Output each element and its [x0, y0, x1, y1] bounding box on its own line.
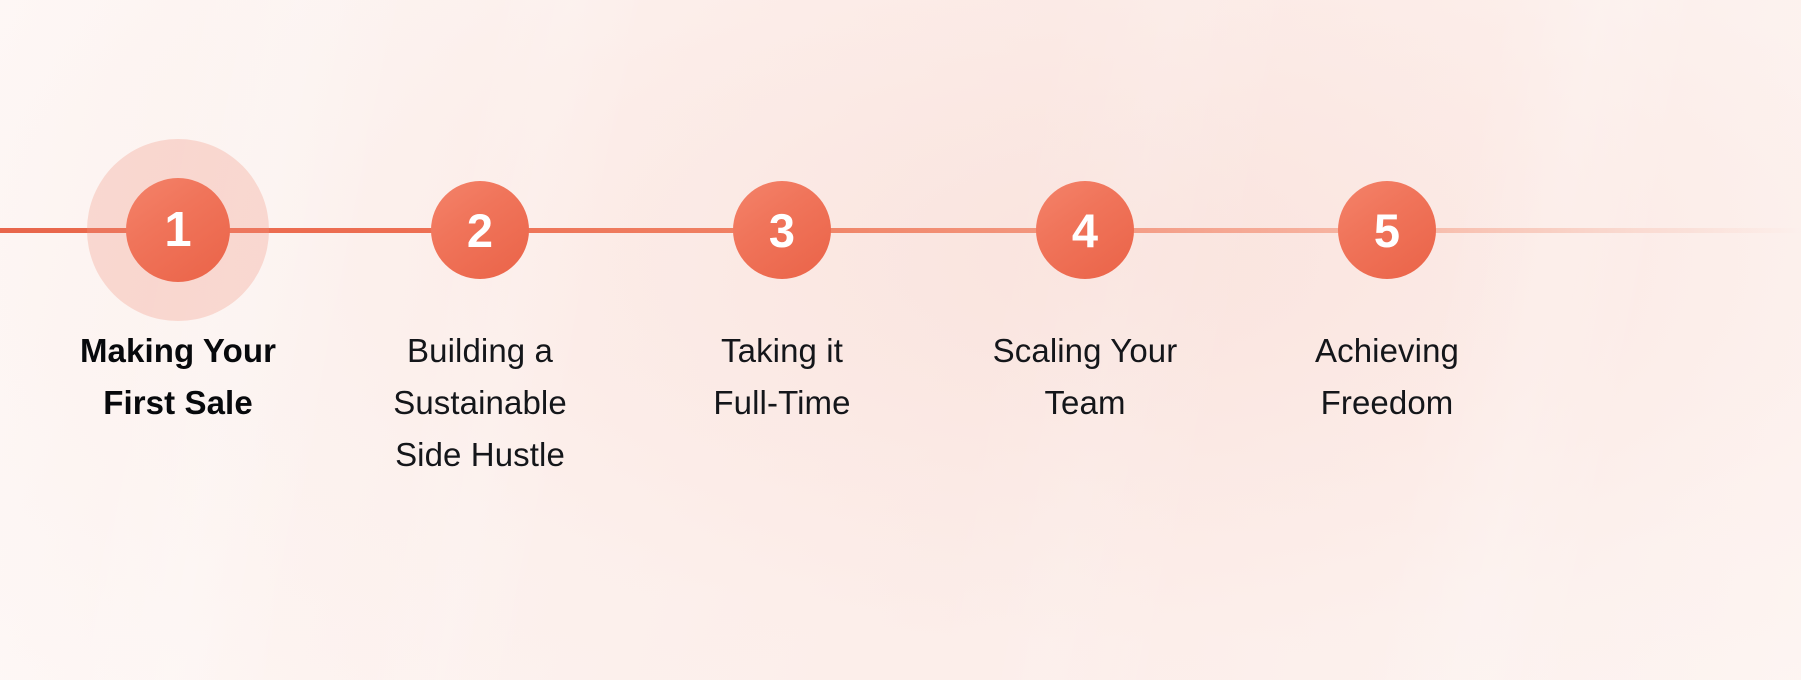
step-circle-5[interactable]: 5: [1338, 181, 1436, 279]
step-circle-3[interactable]: 3: [733, 181, 831, 279]
step-label-1: Making Your First Sale: [79, 332, 277, 422]
step-label-3: Taking it Full-Time: [713, 332, 851, 422]
progress-connector-line: [0, 228, 1801, 233]
step-circle-2[interactable]: 2: [431, 181, 529, 279]
step-circle-4[interactable]: 4: [1036, 181, 1134, 279]
step-circle-1[interactable]: 1: [126, 178, 230, 282]
step-label-5: Achieving Freedom: [1315, 332, 1459, 422]
step-label-4: Scaling Your Team: [992, 332, 1178, 422]
step-label-2: Building a Sustainable Side Hustle: [393, 332, 567, 474]
